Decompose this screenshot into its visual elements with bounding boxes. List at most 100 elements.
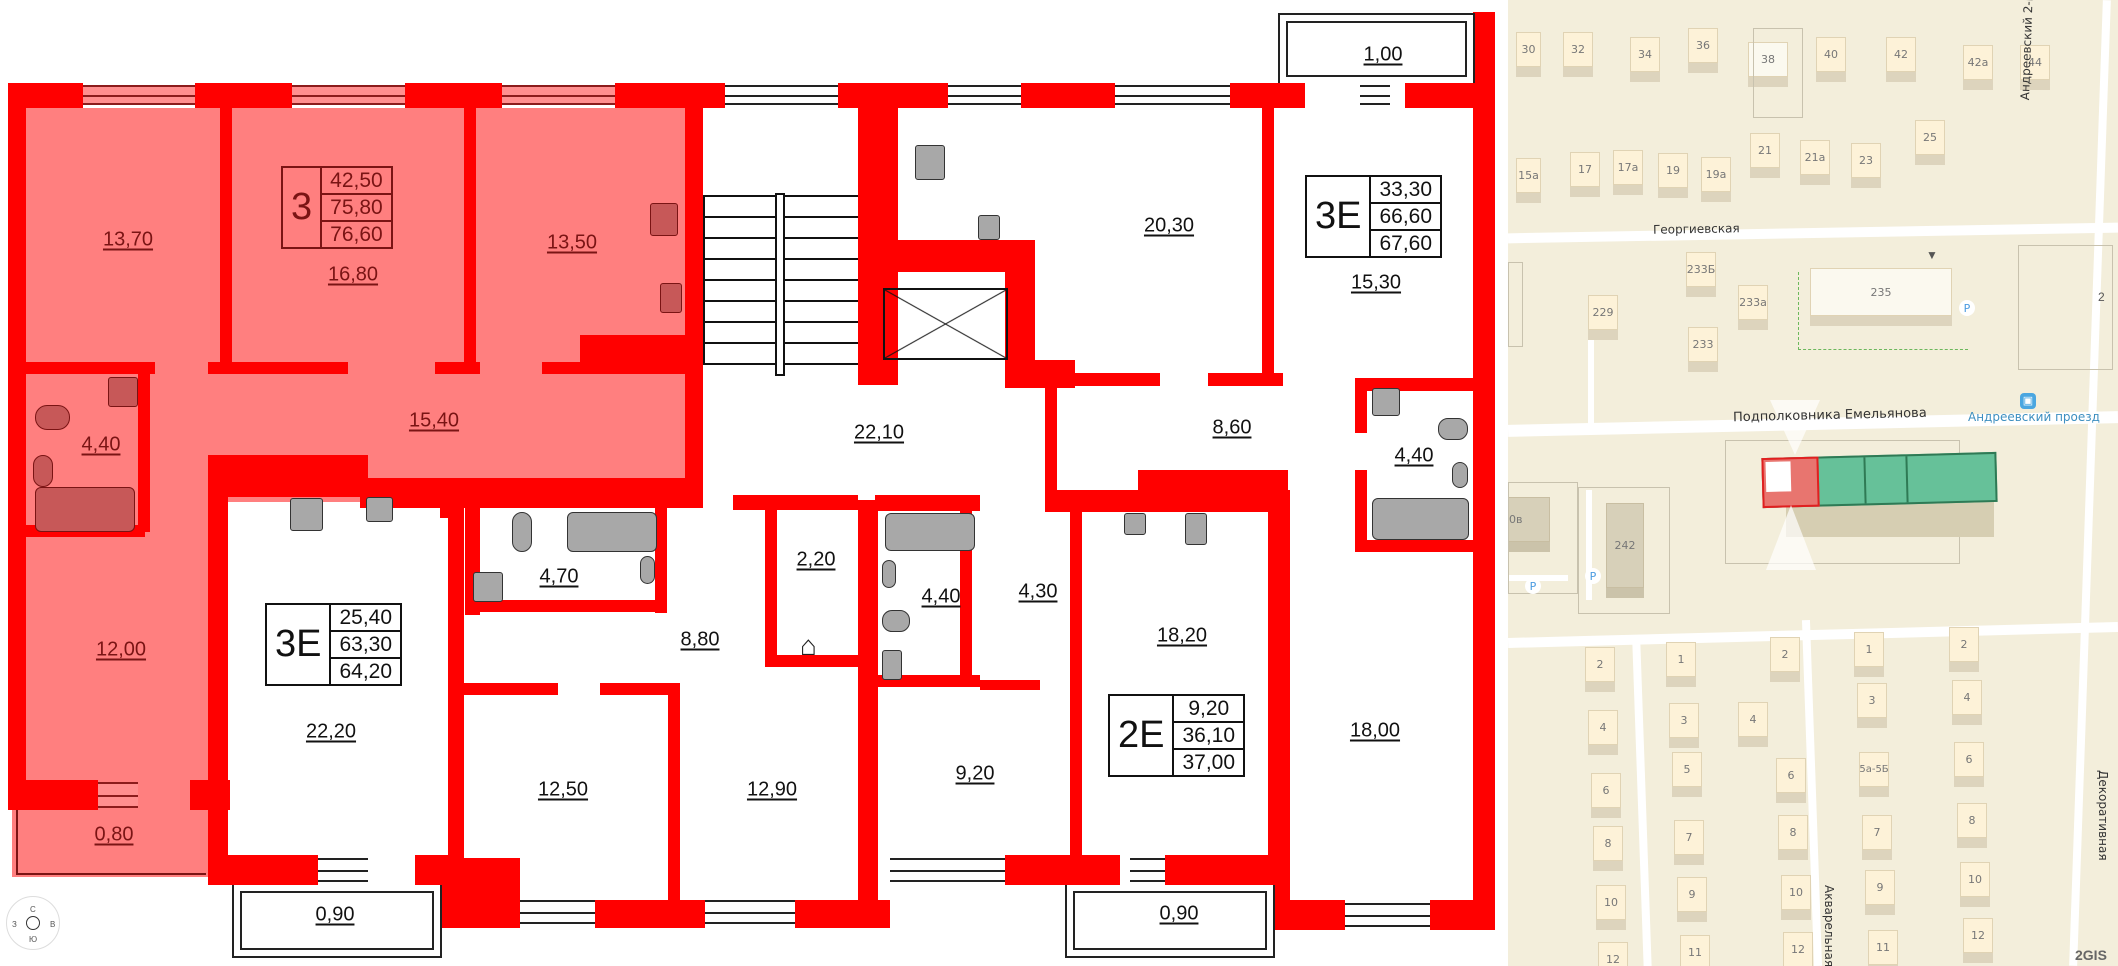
house[interactable]: 8 bbox=[1593, 826, 1623, 861]
room-area-label: 15,30 bbox=[1350, 271, 1402, 294]
house[interactable]: 21а bbox=[1800, 140, 1830, 175]
wall bbox=[858, 360, 898, 385]
house[interactable]: 5а-5Б bbox=[1859, 752, 1889, 787]
house[interactable]: 11 bbox=[1868, 930, 1898, 965]
apartment-info-2e[interactable]: 2E 9,20 36,10 37,00 bbox=[1108, 694, 1246, 777]
room-area-label: 12,90 bbox=[746, 778, 798, 801]
brand-logo: 2GIS bbox=[2075, 947, 2107, 963]
wall bbox=[1005, 855, 1075, 885]
elevator-shaft bbox=[883, 288, 1008, 360]
house[interactable]: 10 bbox=[1960, 862, 1990, 897]
house[interactable]: 1 bbox=[1666, 642, 1696, 677]
house[interactable]: 2 bbox=[1770, 637, 1800, 672]
washbasin-icon bbox=[1452, 462, 1468, 488]
house[interactable]: 38 bbox=[1748, 42, 1788, 77]
house[interactable]: 3 bbox=[1857, 683, 1887, 718]
house[interactable]: 242 bbox=[1606, 503, 1644, 588]
house[interactable]: 9 bbox=[1677, 877, 1707, 912]
balcony-bottom-left bbox=[232, 885, 442, 958]
apartment-info-3[interactable]: 3 42,50 75,80 76,60 bbox=[281, 166, 393, 249]
house[interactable]: 4 bbox=[1588, 710, 1618, 745]
house[interactable]: 12 bbox=[1783, 932, 1813, 966]
house[interactable]: 19а bbox=[1701, 157, 1731, 192]
house[interactable]: 10 bbox=[1781, 875, 1811, 910]
house[interactable]: 2 bbox=[1949, 627, 1979, 662]
house[interactable]: 40 bbox=[1816, 37, 1846, 72]
wall bbox=[465, 600, 665, 612]
selected-section[interactable] bbox=[1761, 456, 1820, 509]
house[interactable]: 2 bbox=[1585, 647, 1615, 682]
house[interactable]: 8 bbox=[1957, 803, 1987, 838]
stove-icon bbox=[650, 203, 678, 236]
house[interactable]: 5 bbox=[1672, 752, 1702, 787]
house[interactable]: 6 bbox=[1776, 758, 1806, 793]
house[interactable]: 42а bbox=[1963, 45, 1993, 80]
parking-icon[interactable]: P bbox=[1525, 578, 1541, 594]
house[interactable]: 44 bbox=[2020, 45, 2050, 80]
house[interactable]: 30 bbox=[1516, 32, 1541, 67]
house[interactable]: 23 bbox=[1851, 143, 1881, 178]
house[interactable]: 229 bbox=[1588, 295, 1618, 330]
house[interactable]: 233Б bbox=[1686, 252, 1716, 287]
wall-left-outer bbox=[8, 83, 26, 803]
house[interactable]: 19 bbox=[1658, 153, 1688, 188]
house[interactable]: 3 bbox=[1669, 703, 1699, 738]
wall bbox=[838, 83, 948, 108]
house[interactable]: 235 bbox=[1810, 268, 1952, 316]
parking-icon[interactable]: P bbox=[1959, 300, 1975, 316]
wall bbox=[405, 83, 502, 108]
house[interactable]: 9 bbox=[1865, 870, 1895, 905]
apartment-info-3e-bottom[interactable]: 3E 25,40 63,30 64,20 bbox=[265, 603, 403, 686]
house[interactable]: 7 bbox=[1674, 820, 1704, 855]
wall bbox=[208, 455, 368, 497]
house[interactable]: 12 bbox=[1598, 942, 1628, 966]
room-area-label: 12,00 bbox=[95, 638, 147, 661]
house[interactable]: 17а bbox=[1613, 150, 1643, 185]
house[interactable]: 12 bbox=[1963, 918, 1993, 953]
house[interactable]: 233 bbox=[1688, 327, 1718, 362]
house[interactable]: 17 bbox=[1570, 152, 1600, 187]
floor-plan: ⌂ 3 42,50 75,80 76,60 3E 33,30 66,60 67,… bbox=[6, 12, 1495, 958]
house[interactable]: 34 bbox=[1630, 37, 1660, 72]
wall bbox=[415, 855, 460, 885]
bathtub-icon bbox=[567, 512, 657, 552]
house[interactable]: 32 bbox=[1563, 32, 1593, 67]
parking-icon[interactable]: P bbox=[1585, 568, 1601, 584]
house[interactable]: 6 bbox=[1954, 742, 1984, 777]
highlighted-apartment-lower[interactable] bbox=[25, 502, 208, 782]
house[interactable]: 1 bbox=[1854, 632, 1884, 667]
toilet-icon bbox=[1438, 418, 1468, 440]
bus-stop-icon[interactable]: ▣ bbox=[2020, 393, 2036, 409]
house[interactable]: 21 bbox=[1750, 133, 1780, 168]
house[interactable]: 233а bbox=[1738, 285, 1768, 320]
balcony-outline bbox=[16, 810, 206, 875]
building-sections[interactable] bbox=[1761, 451, 1998, 509]
room-area-label: 18,00 bbox=[1349, 719, 1401, 742]
room-area-label: 8,80 bbox=[680, 628, 720, 651]
toilet-icon bbox=[35, 405, 70, 430]
apartment-info-3e-top[interactable]: 3E 33,30 66,60 67,60 bbox=[1305, 175, 1443, 258]
room-area-label: 20,30 bbox=[1143, 214, 1195, 237]
balcony-bottom-right bbox=[1065, 885, 1275, 958]
selected-unit-marker bbox=[1765, 461, 1792, 492]
house[interactable]: 36 bbox=[1688, 28, 1718, 63]
house[interactable]: 15а bbox=[1516, 158, 1541, 193]
house[interactable]: 7 bbox=[1862, 815, 1892, 850]
room-area-label: 15,40 bbox=[408, 409, 460, 432]
house[interactable]: 42 bbox=[1886, 37, 1916, 72]
wall bbox=[595, 900, 705, 928]
house[interactable]: 4 bbox=[1952, 680, 1982, 715]
house[interactable]: 10 bbox=[1596, 885, 1626, 920]
compass[interactable]: С З В Ю bbox=[6, 896, 60, 950]
house[interactable]: 4 bbox=[1738, 702, 1768, 737]
total-area: 63,30 bbox=[331, 632, 401, 659]
house[interactable]: 8 bbox=[1778, 815, 1808, 850]
house[interactable]: 0в bbox=[1508, 497, 1550, 542]
wall bbox=[138, 362, 150, 532]
location-map[interactable]: 30 32 34 36 38 40 42 42а 44 15а 17 17а 1… bbox=[1508, 0, 2118, 966]
wall bbox=[1005, 240, 1035, 388]
bus-stop-label[interactable]: Андреевский проезд bbox=[1968, 410, 2100, 424]
house[interactable]: 6 bbox=[1591, 773, 1621, 808]
house[interactable]: 11 bbox=[1680, 935, 1710, 966]
house[interactable]: 25 bbox=[1915, 120, 1945, 155]
